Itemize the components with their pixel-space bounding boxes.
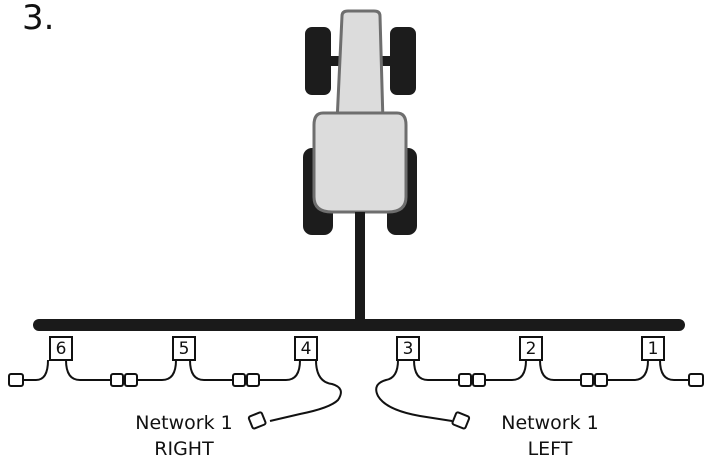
hitch-tongue: [355, 212, 365, 322]
network-right-label: Network 1 RIGHT: [104, 410, 264, 462]
network-right-name: Network 1: [135, 412, 233, 434]
front-right-tire: [390, 27, 416, 95]
inline-connector-5-4-half-a: [232, 373, 246, 387]
tractor-hood: [335, 9, 385, 124]
wire-section-1-outer: [659, 359, 688, 381]
network-right-side: RIGHT: [154, 438, 214, 460]
section-number: 1: [648, 339, 659, 359]
network-right-connector: [247, 411, 267, 430]
wiring-harness: [8, 359, 704, 430]
inline-connector-2-1-half-a: [580, 373, 594, 387]
inline-connector-5-4-half-b: [246, 373, 260, 387]
network-left-side: LEFT: [527, 438, 573, 460]
inline-connector-6-5-half-a: [110, 373, 124, 387]
wire-section-2-left: [486, 359, 527, 381]
section-box: [519, 336, 543, 361]
section-module-5: 5: [172, 336, 196, 361]
tractor-cab: [312, 111, 408, 214]
section-module-2: 2: [519, 336, 543, 361]
section-box: [641, 336, 665, 361]
network-left-connector: [451, 411, 471, 430]
section-box: [294, 336, 318, 361]
wire-network-left: [375, 359, 453, 422]
inline-connector-3-2-half-a: [458, 373, 472, 387]
wire-section-6-outer: [24, 359, 49, 381]
end-connector-left: [8, 373, 24, 387]
section-module-4: 4: [294, 336, 318, 361]
network-left-label: Network 1 LEFT: [470, 410, 630, 462]
network-left-name: Network 1: [501, 412, 599, 434]
wire-section-3-right: [413, 359, 458, 381]
inline-connector-6-5-half-b: [124, 373, 138, 387]
section-box: [172, 336, 196, 361]
section-number: 2: [526, 339, 537, 359]
tractor-icon: [303, 9, 417, 235]
section-module-6: 6: [49, 336, 73, 361]
front-left-tire: [305, 27, 331, 95]
section-number: 6: [56, 339, 67, 359]
step-number: 3.: [22, 0, 55, 38]
toolbar-beam: [33, 319, 685, 331]
inline-connector-2-1-half-b: [594, 373, 608, 387]
wire-network-right: [269, 359, 342, 422]
inline-connector-3-2-half-b: [472, 373, 486, 387]
section-number: 4: [301, 339, 312, 359]
wire-section-2-right: [539, 359, 580, 381]
section-box: [396, 336, 420, 361]
end-connector-right: [688, 373, 704, 387]
section-box: [49, 336, 73, 361]
wire-section-5-left: [138, 359, 177, 381]
wire-section-1-left: [608, 359, 649, 381]
wire-section-4-left: [260, 359, 301, 381]
section-number: 3: [403, 339, 414, 359]
wire-section-5-right: [189, 359, 232, 381]
wire-section-6-inner: [65, 359, 110, 381]
section-module-3: 3: [396, 336, 420, 361]
section-module-1: 1: [641, 336, 665, 361]
section-number: 5: [179, 339, 190, 359]
